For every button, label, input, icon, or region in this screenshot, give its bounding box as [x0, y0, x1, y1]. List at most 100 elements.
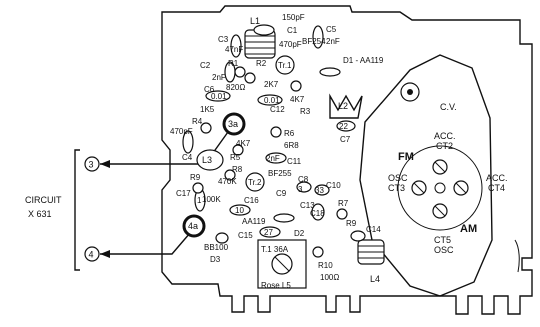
label-c7: C7: [340, 135, 351, 144]
resistor-r5-body: [232, 144, 244, 156]
label-c16: C16: [244, 196, 259, 205]
label-c12v: 0.01: [264, 96, 280, 105]
callout-3a: [222, 112, 246, 136]
cv-acc-ct4-line2: CT4: [488, 183, 505, 193]
label-c5v: 2nF: [326, 37, 340, 46]
resistor-r9-body: [192, 182, 204, 194]
cv-mount-top-hole: [407, 89, 413, 95]
label-aa119: AA119: [242, 217, 266, 226]
label-r8: R8: [232, 165, 243, 174]
label-r4v: 1K5: [200, 105, 215, 114]
label-c5: C5: [326, 25, 337, 34]
label-c4: C4: [182, 153, 193, 162]
label-r6v: 6R8: [284, 141, 299, 150]
cv-acc-ct2-line2: CT2: [436, 141, 453, 151]
connector-4-label: 4: [89, 250, 94, 260]
label-c2: C2: [200, 61, 211, 70]
callout-4a: [182, 214, 206, 238]
label-r9: R9: [190, 173, 201, 182]
capacitor-c12-body: [257, 94, 283, 106]
cv-acc-ct2-line1: ACC.: [434, 131, 456, 141]
label-r3v: 4K7: [290, 95, 305, 104]
label-c11: C11: [287, 157, 302, 166]
diode-d1-body: [319, 67, 341, 77]
label-r9v: 100K: [202, 195, 221, 204]
coil-l1-label: L1: [250, 16, 260, 26]
label-r7: R7: [338, 199, 349, 208]
callout-3a-label: 3a: [228, 119, 238, 129]
trimmer-ct4-slot: [455, 182, 467, 194]
label-r1: R1: [228, 59, 239, 68]
label-c18: C18: [310, 209, 325, 218]
cv-am-label: AM: [460, 223, 477, 235]
transistor-tr1: [275, 55, 295, 75]
circuit-label-line1: CIRCUIT: [25, 195, 62, 205]
transformer-t1-slot: [274, 256, 290, 272]
circuit-board-outline: [161, 5, 533, 315]
label-c17v: 1: [197, 196, 202, 205]
label-r5v: 4K7: [236, 139, 251, 148]
trimmer-ct2-slot: [434, 161, 446, 173]
connector-3-arrow: [100, 160, 110, 168]
cv-acc-ct4-line1: ACC.: [486, 173, 508, 183]
resistor-r7-body: [336, 208, 348, 220]
label-c15v: 27: [264, 228, 273, 237]
label-c2v: 2nF: [212, 73, 226, 82]
trimmer-ct3-slot: [413, 182, 425, 194]
resistor-r4-body: [200, 122, 212, 134]
circuit-label-line2: X 631: [28, 209, 52, 219]
resistor-r6-body: [270, 126, 282, 138]
label-r7v: R9: [346, 219, 357, 228]
capacitor-c6-body: [205, 90, 231, 102]
capacitor-c4-body: [182, 130, 194, 154]
label-c9: C9: [276, 189, 287, 198]
capacitor-c8-body: [296, 181, 312, 193]
label-c3: C3: [218, 35, 229, 44]
capacitor-c14-body: [350, 230, 366, 242]
label-c9v: 3: [298, 185, 303, 194]
cv-osc-ct3-line2: CT3: [388, 183, 405, 193]
label-c8: C8: [298, 175, 309, 184]
trimmer-ct5-slot: [434, 205, 446, 217]
label-c1v: 150pF: [282, 13, 305, 22]
circuit-bracket: [74, 149, 80, 271]
label-c14: C14: [366, 225, 381, 234]
label-d3: D3: [210, 255, 221, 264]
capacitor-c11-body: [265, 152, 287, 164]
label-r1v: 820Ω: [226, 83, 245, 92]
coil-l1: [244, 29, 276, 59]
label-r10: R10: [318, 261, 333, 270]
resistor-r1-body: [234, 66, 246, 78]
label-c16v: 10: [235, 206, 244, 215]
label-r8v: 470K: [218, 177, 237, 186]
label-r6: R6: [284, 129, 295, 138]
label-d2: D2: [294, 229, 305, 238]
label-c1: C1: [287, 26, 298, 35]
label-c11v: 2nF: [266, 154, 280, 163]
label-c6v: 0.01: [211, 92, 227, 101]
coil-l3-label: L3: [202, 155, 212, 165]
coil-l3: [196, 149, 224, 171]
resistor-r2-body: [244, 72, 256, 84]
cv-fm-label: FM: [398, 151, 414, 163]
label-c1b: 470pF: [279, 40, 302, 49]
label-bb100: BB100: [204, 243, 229, 252]
capacitor-c7-body: [336, 120, 356, 132]
resistor-r3-body: [290, 80, 302, 92]
diode-aa119-body: [273, 213, 295, 223]
label-r3: R3: [300, 107, 311, 116]
label-r4: R4: [192, 117, 203, 126]
coil-l2: [329, 93, 363, 119]
cv-title: C.V.: [440, 102, 457, 112]
transistor-tr2: [245, 172, 265, 192]
connector-4-lead: [100, 225, 197, 255]
transformer-t1-label: T.1 36A: [261, 245, 289, 254]
connector-4-arrow: [100, 250, 110, 258]
label-c13v: 33: [315, 186, 324, 195]
resistor-r8-body: [224, 169, 236, 181]
cv-center: [434, 182, 446, 194]
ground-wire: [514, 239, 520, 273]
coil-l2-label: L2: [338, 101, 348, 111]
cv-dial: [397, 145, 483, 231]
